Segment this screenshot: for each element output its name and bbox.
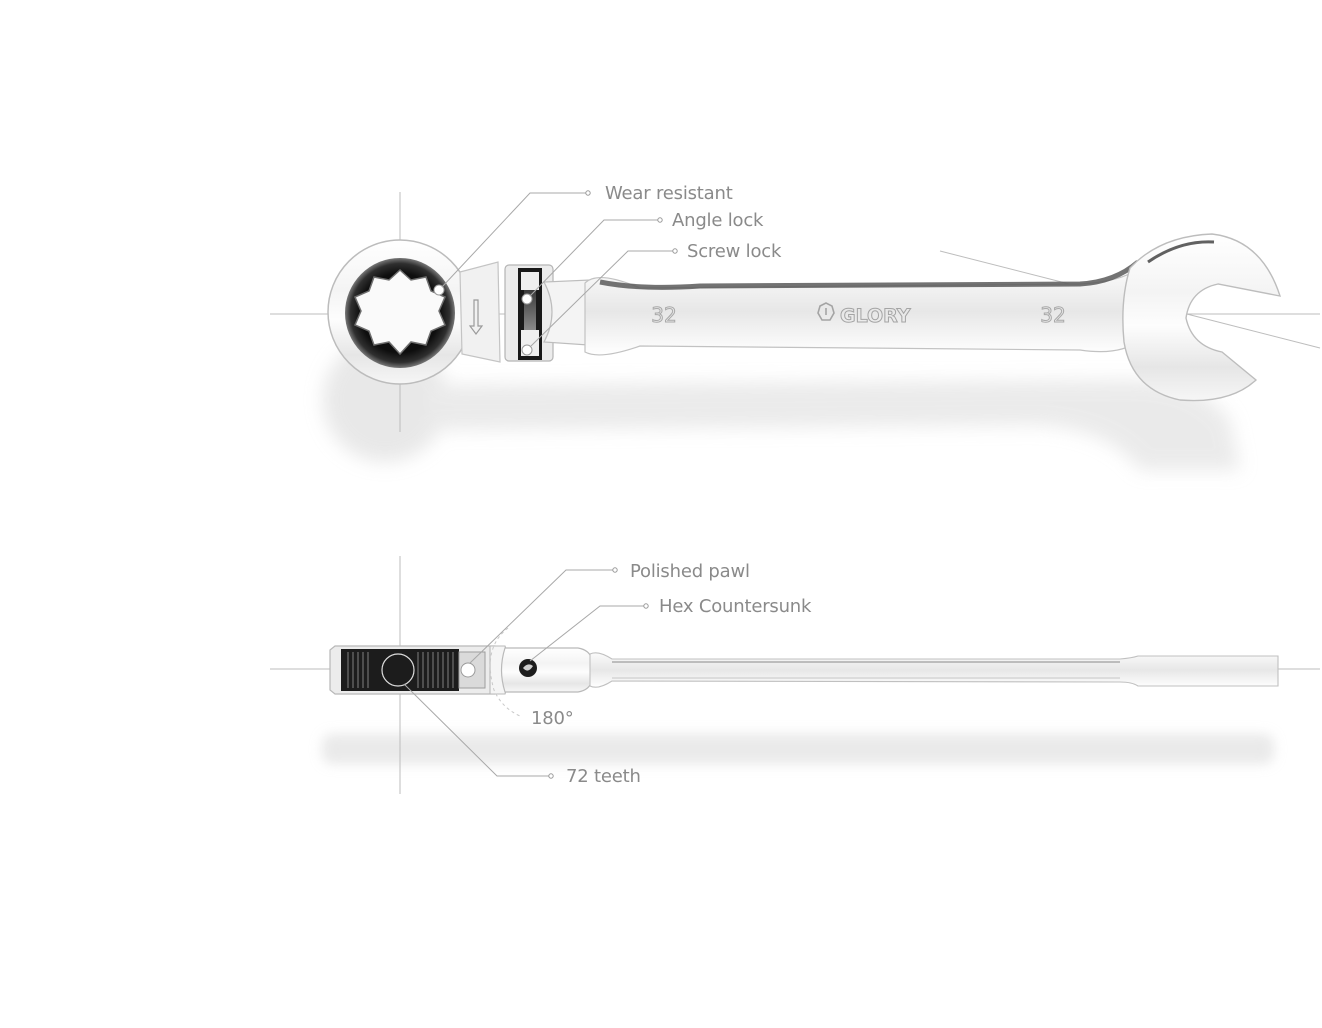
wrench-beam: 32 GLORY 32 xyxy=(584,260,1141,356)
side-hinge xyxy=(489,627,593,717)
callout-wear-resistant: Wear resistant xyxy=(605,183,733,204)
rotation-angle-label: 180° xyxy=(531,708,574,729)
brand-name: GLORY xyxy=(840,305,911,327)
ring-head xyxy=(327,239,501,385)
brand-logo: GLORY xyxy=(817,302,911,328)
top-wrench-shadow xyxy=(323,338,1240,470)
size-mark-left: 32 xyxy=(651,303,676,327)
side-callout-leaders xyxy=(403,567,649,779)
polished-pawl-anchor xyxy=(460,662,476,678)
side-wrench-shadow xyxy=(322,734,1274,764)
side-view: Polished pawl Hex Countersunk 72 teeth 1… xyxy=(270,556,1320,794)
brand-logo-icon xyxy=(817,302,835,321)
callout-polished-pawl: Polished pawl xyxy=(630,561,750,582)
callout-angle-lock: Angle lock xyxy=(672,210,764,231)
callout-hex-countersunk: Hex Countersunk xyxy=(659,596,812,617)
ratchet-gear-teeth xyxy=(347,652,454,688)
open-end-jaw xyxy=(1122,233,1282,402)
flex-hinge xyxy=(504,264,591,362)
angle-lock-anchor xyxy=(521,293,533,305)
ratchet-head-side xyxy=(329,645,501,695)
gear-center-marker xyxy=(381,653,415,687)
callout-screw-lock: Screw lock xyxy=(687,241,782,262)
size-mark-right: 32 xyxy=(1040,303,1065,327)
side-beam xyxy=(589,652,1279,688)
screw-lock-anchor xyxy=(521,344,533,356)
top-callout-leaders xyxy=(433,190,678,356)
ratchet-direction-arrow-icon xyxy=(468,299,484,335)
top-view: 32 GLORY 32 xyxy=(270,183,1321,470)
callout-72-teeth: 72 teeth xyxy=(566,766,641,787)
wear-resistant-anchor xyxy=(433,284,445,296)
